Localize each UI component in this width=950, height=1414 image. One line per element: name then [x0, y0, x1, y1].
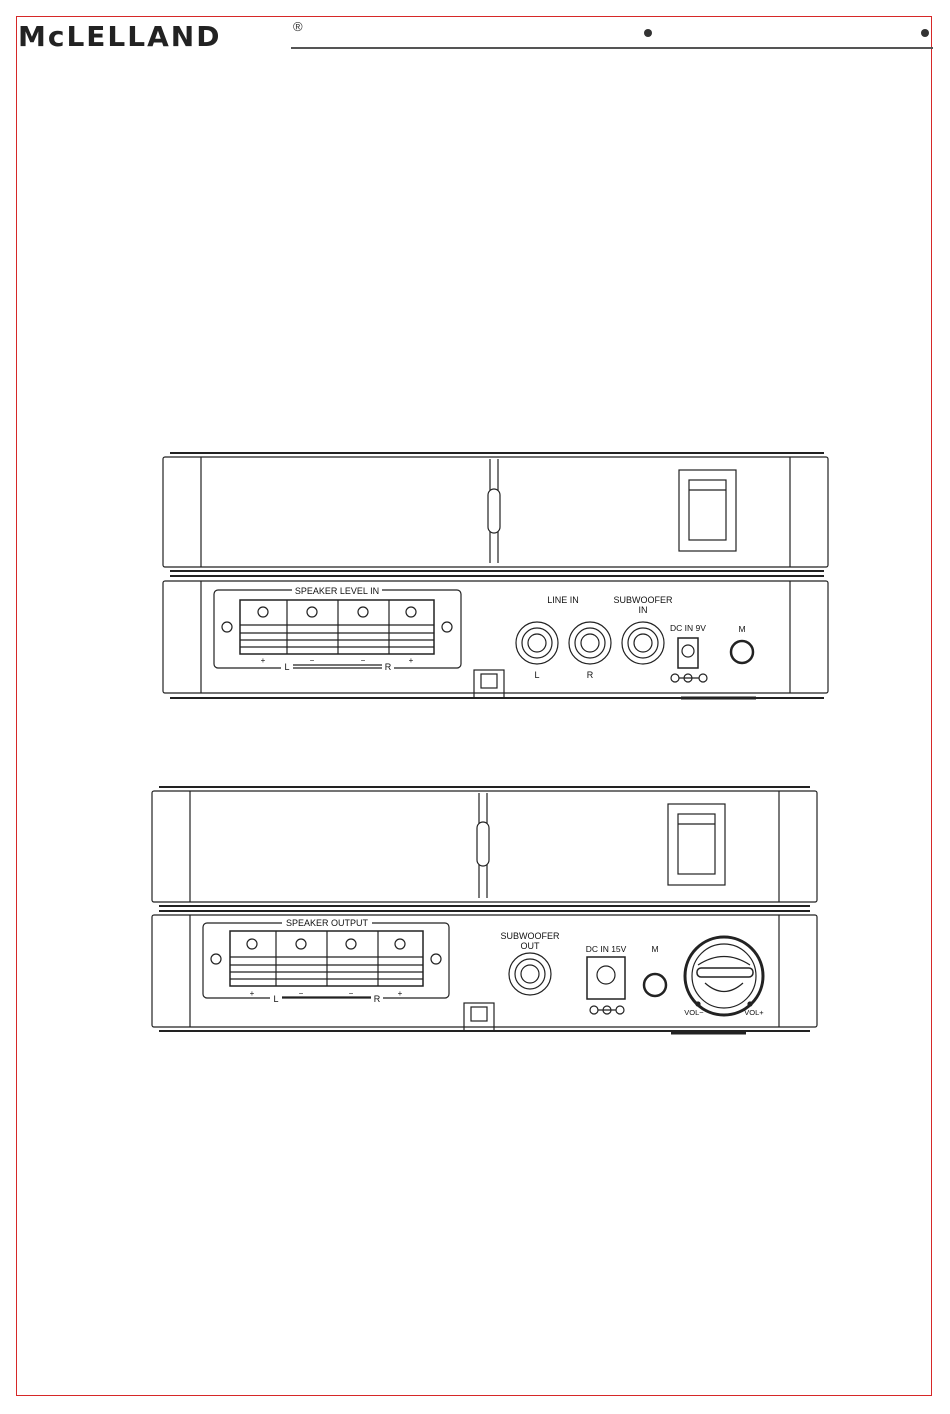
bottom-unit-lower-body [152, 915, 817, 1027]
power-switch-bottom [678, 814, 715, 874]
subwoofer-out-label: SUBWOOFER [500, 931, 560, 941]
m-label-bottom: M [651, 944, 658, 954]
speaker-output-title: SPEAKER OUTPUT [286, 918, 369, 928]
power-switch-frame-bottom [668, 804, 725, 885]
polarity-symbol-bottom [590, 1006, 624, 1014]
vol-plus-label: VOL+ [744, 1008, 764, 1017]
channel-left-label-bottom: L [273, 994, 278, 1004]
terminal-sign: + [250, 989, 255, 998]
speaker-terminals-bottom [230, 931, 423, 986]
terminal-sign: − [299, 989, 304, 998]
vol-minus-label: VOL− [684, 1008, 704, 1017]
subwoofer-out-label-2: OUT [521, 941, 541, 951]
bottom-unit-hinge [477, 822, 489, 866]
subwoofer-out-jack [509, 953, 551, 995]
dc-in-15v-label: DC IN 15V [586, 944, 627, 954]
terminal-sign: − [349, 989, 354, 998]
channel-right-label-bottom: R [374, 994, 381, 1004]
m-button-bottom [644, 974, 666, 996]
terminal-sign: + [398, 989, 403, 998]
dc-in-15v-jack [587, 957, 625, 999]
